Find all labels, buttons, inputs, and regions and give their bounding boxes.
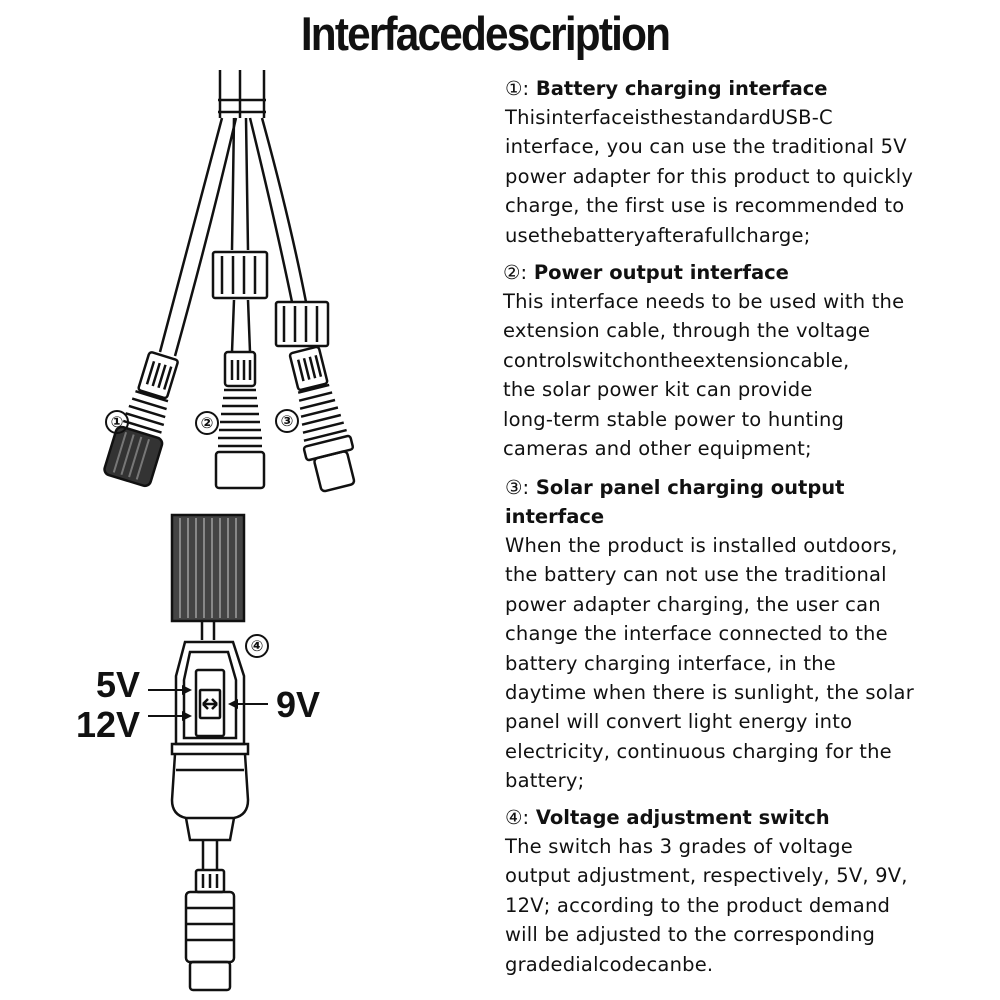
solar-cable-sheath [170,513,246,640]
cable-clip-1 [211,250,269,300]
section-battery-charging: ①: Battery charging interface Thisinterf… [505,74,935,250]
callout-2: ② [201,414,214,432]
section-heading: ①: Battery charging interface [505,74,935,103]
callout-1: ① [111,413,124,431]
section-power-output: ②: Power output interface This interface… [503,258,933,463]
connector-2-power-output [214,350,266,490]
output-connector-bottom [184,868,236,992]
branch-cables [158,117,308,357]
voltage-switch-body [170,640,250,870]
pointer-arrowheads [182,685,238,721]
section-heading: ③: Solar panel charging output interface [505,473,935,531]
voltage-pointer-arrows [148,689,268,717]
connector-3-solar-charging [288,345,356,493]
section-body: The switch has 3 grades of voltage outpu… [505,835,908,976]
section-body: When the product is installed outdoors, … [505,534,914,793]
callout-4: ④ [251,637,264,655]
section-heading: ②: Power output interface [503,258,933,287]
section-voltage-switch: ④: Voltage adjustment switch The switch … [505,803,935,979]
section-marker: ②: [503,261,528,284]
section-body: ThisinterfaceisthestandardUSB-C interfac… [505,106,914,247]
section-marker: ④: [505,806,530,829]
heading-text: Power output interface [533,261,789,284]
callout-3: ③ [281,412,294,430]
heading-text: Battery charging interface [535,77,828,100]
main-cable-sheath [218,70,266,118]
voltage-label-12v: 12V [76,704,141,745]
callout-circles [105,409,299,658]
section-body: This interface needs to be used with the… [503,290,905,461]
section-heading: ④: Voltage adjustment switch [505,803,935,832]
cable-diagram: ① ② ③ ④ [103,70,356,992]
cable-clip-2 [274,300,330,348]
voltage-label-5v: 5V [96,664,141,705]
section-marker: ①: [505,77,530,100]
voltage-label-9v: 9V [276,684,321,725]
heading-text: Voltage adjustment switch [535,806,830,829]
section-solar-charging: ③: Solar panel charging output interface… [505,473,935,796]
connector-1-usb-c [103,351,179,488]
heading-text: Solar panel charging output interface [505,476,845,528]
section-marker: ③: [505,476,530,499]
page-title: Interfacedescription [300,7,671,60]
